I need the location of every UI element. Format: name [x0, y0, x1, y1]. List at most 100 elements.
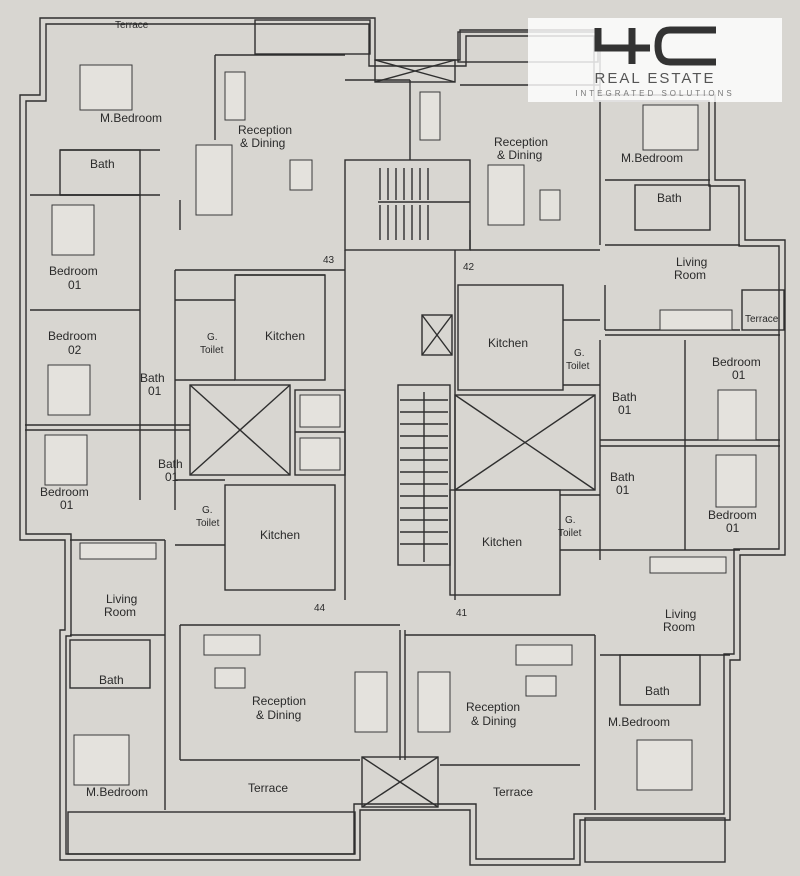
label-living-44-b: Room — [104, 605, 136, 619]
label-bedroom02-43-a: Bedroom — [48, 329, 97, 343]
label-dining-42: & Dining — [497, 148, 542, 162]
label-bath01-41-a: Bath — [610, 470, 635, 484]
kitchen-41-outline — [449, 489, 561, 596]
label-bath01-43-a: Bath — [140, 371, 165, 385]
table-43 — [289, 159, 313, 191]
logo-mark-icon — [594, 26, 716, 66]
label-kitchen-41: Kitchen — [482, 535, 522, 549]
label-bedroom01-41-a: Bedroom — [708, 508, 757, 522]
lobby-block-1 — [299, 394, 341, 428]
bed-43-01 — [51, 204, 95, 256]
label-reception-43: Reception — [238, 123, 292, 137]
label-terrace-41: Terrace — [493, 785, 533, 799]
label-gtoilet-42-a: G. — [574, 348, 585, 359]
bed-41-01 — [715, 454, 757, 508]
bath-43 — [59, 149, 141, 196]
label-kitchen-42: Kitchen — [488, 336, 528, 350]
label-bath-42: Bath — [657, 191, 682, 205]
label-mbedroom-42: M.Bedroom — [621, 151, 683, 165]
kitchen-43-outline — [234, 274, 326, 381]
bed-42-master — [642, 104, 699, 151]
label-mbedroom-44: M.Bedroom — [86, 785, 148, 799]
dining-table-44 — [354, 671, 388, 733]
label-gtoilet-43-a: G. — [207, 332, 218, 343]
sofa-living-41 — [649, 556, 727, 574]
lobby-block-2 — [299, 437, 341, 471]
bed-41-master — [636, 739, 693, 791]
label-bath-41: Bath — [645, 684, 670, 698]
label-bedroom01-43-a: Bedroom — [49, 264, 98, 278]
label-kitchen-43: Kitchen — [265, 329, 305, 343]
stair-treads-top — [378, 168, 470, 240]
label-gtoilet-41-b: Toilet — [558, 528, 582, 539]
kitchen-44-outline — [224, 484, 336, 591]
label-unit-43: 43 — [323, 255, 335, 266]
label-bedroom01-44-b: 01 — [60, 498, 74, 512]
label-dining-43: & Dining — [240, 136, 285, 150]
table-42 — [539, 189, 561, 221]
bed-44-master — [73, 734, 130, 786]
label-reception-42: Reception — [494, 135, 548, 149]
sofa-41 — [515, 644, 573, 666]
label-bath01-42-b: 01 — [618, 403, 632, 417]
label-unit-41: 41 — [456, 608, 468, 619]
label-mbedroom-43: M.Bedroom — [100, 111, 162, 125]
dining-table-42 — [487, 164, 525, 226]
coffee-table-41 — [525, 675, 557, 697]
label-bath-44: Bath — [99, 673, 124, 687]
dining-table-41 — [417, 671, 451, 733]
terrace-balustrade-top-left — [254, 19, 371, 55]
sofa-living-44 — [79, 542, 157, 560]
terrace-balustrade-bottom-left — [67, 811, 356, 855]
bed-42-01 — [717, 389, 757, 441]
label-bath01-43-b: 01 — [148, 384, 162, 398]
coffee-table-44 — [214, 667, 246, 689]
label-dining-41: & Dining — [471, 714, 516, 728]
label-gtoilet-42-b: Toilet — [566, 361, 590, 372]
label-unit-42: 42 — [463, 262, 475, 273]
label-mbedroom-41: M.Bedroom — [608, 715, 670, 729]
bed-43-master — [79, 64, 133, 111]
label-gtoilet-44-b: Toilet — [196, 518, 220, 529]
sofa-43 — [224, 71, 246, 121]
label-gtoilet-44-a: G. — [202, 505, 213, 516]
label-bath01-44-a: Bath — [158, 457, 183, 471]
terrace-42-small — [741, 289, 785, 331]
shaft-top — [374, 59, 456, 83]
kitchen-42-outline — [457, 284, 564, 391]
label-bedroom01-43-b: 01 — [68, 278, 82, 292]
sofa-living-42 — [659, 309, 733, 331]
bath-42 — [634, 184, 711, 231]
stair-core-center — [397, 384, 451, 566]
sofa-44 — [203, 634, 261, 656]
label-terrace-42: Terrace — [745, 314, 779, 325]
label-kitchen-44: Kitchen — [260, 528, 300, 542]
label-bedroom02-43-b: 02 — [68, 343, 82, 357]
label-living-44-a: Living — [106, 592, 137, 606]
label-bath01-41-b: 01 — [616, 483, 630, 497]
label-bath-43: Bath — [90, 157, 115, 171]
duct-42 — [421, 314, 453, 356]
label-reception-41: Reception — [466, 700, 520, 714]
bed-43-02 — [47, 364, 91, 416]
label-bath01-42-a: Bath — [612, 390, 637, 404]
bath-41 — [619, 654, 701, 706]
bath-44 — [69, 639, 151, 689]
label-bedroom01-42-b: 01 — [732, 368, 746, 382]
dining-table-43 — [195, 144, 233, 216]
furniture — [44, 64, 757, 791]
label-bedroom01-44-a: Bedroom — [40, 485, 89, 499]
walls — [19, 17, 786, 866]
label-bedroom01-42-a: Bedroom — [712, 355, 761, 369]
terrace-balustrade-bottom-right — [584, 817, 726, 863]
label-bath01-44-b: 01 — [165, 470, 179, 484]
label-reception-44: Reception — [252, 694, 306, 708]
logo-subtitle: INTEGRATED SOLUTIONS — [575, 89, 735, 98]
label-terrace-43: Terrace — [115, 20, 149, 31]
bed-44-01 — [44, 434, 88, 486]
logo-title: REAL ESTATE — [594, 70, 716, 87]
company-logo: REAL ESTATE INTEGRATED SOLUTIONS — [528, 18, 782, 102]
label-unit-44: 44 — [314, 603, 326, 614]
stair-core-top — [344, 159, 471, 251]
label-terrace-44: Terrace — [248, 781, 288, 795]
